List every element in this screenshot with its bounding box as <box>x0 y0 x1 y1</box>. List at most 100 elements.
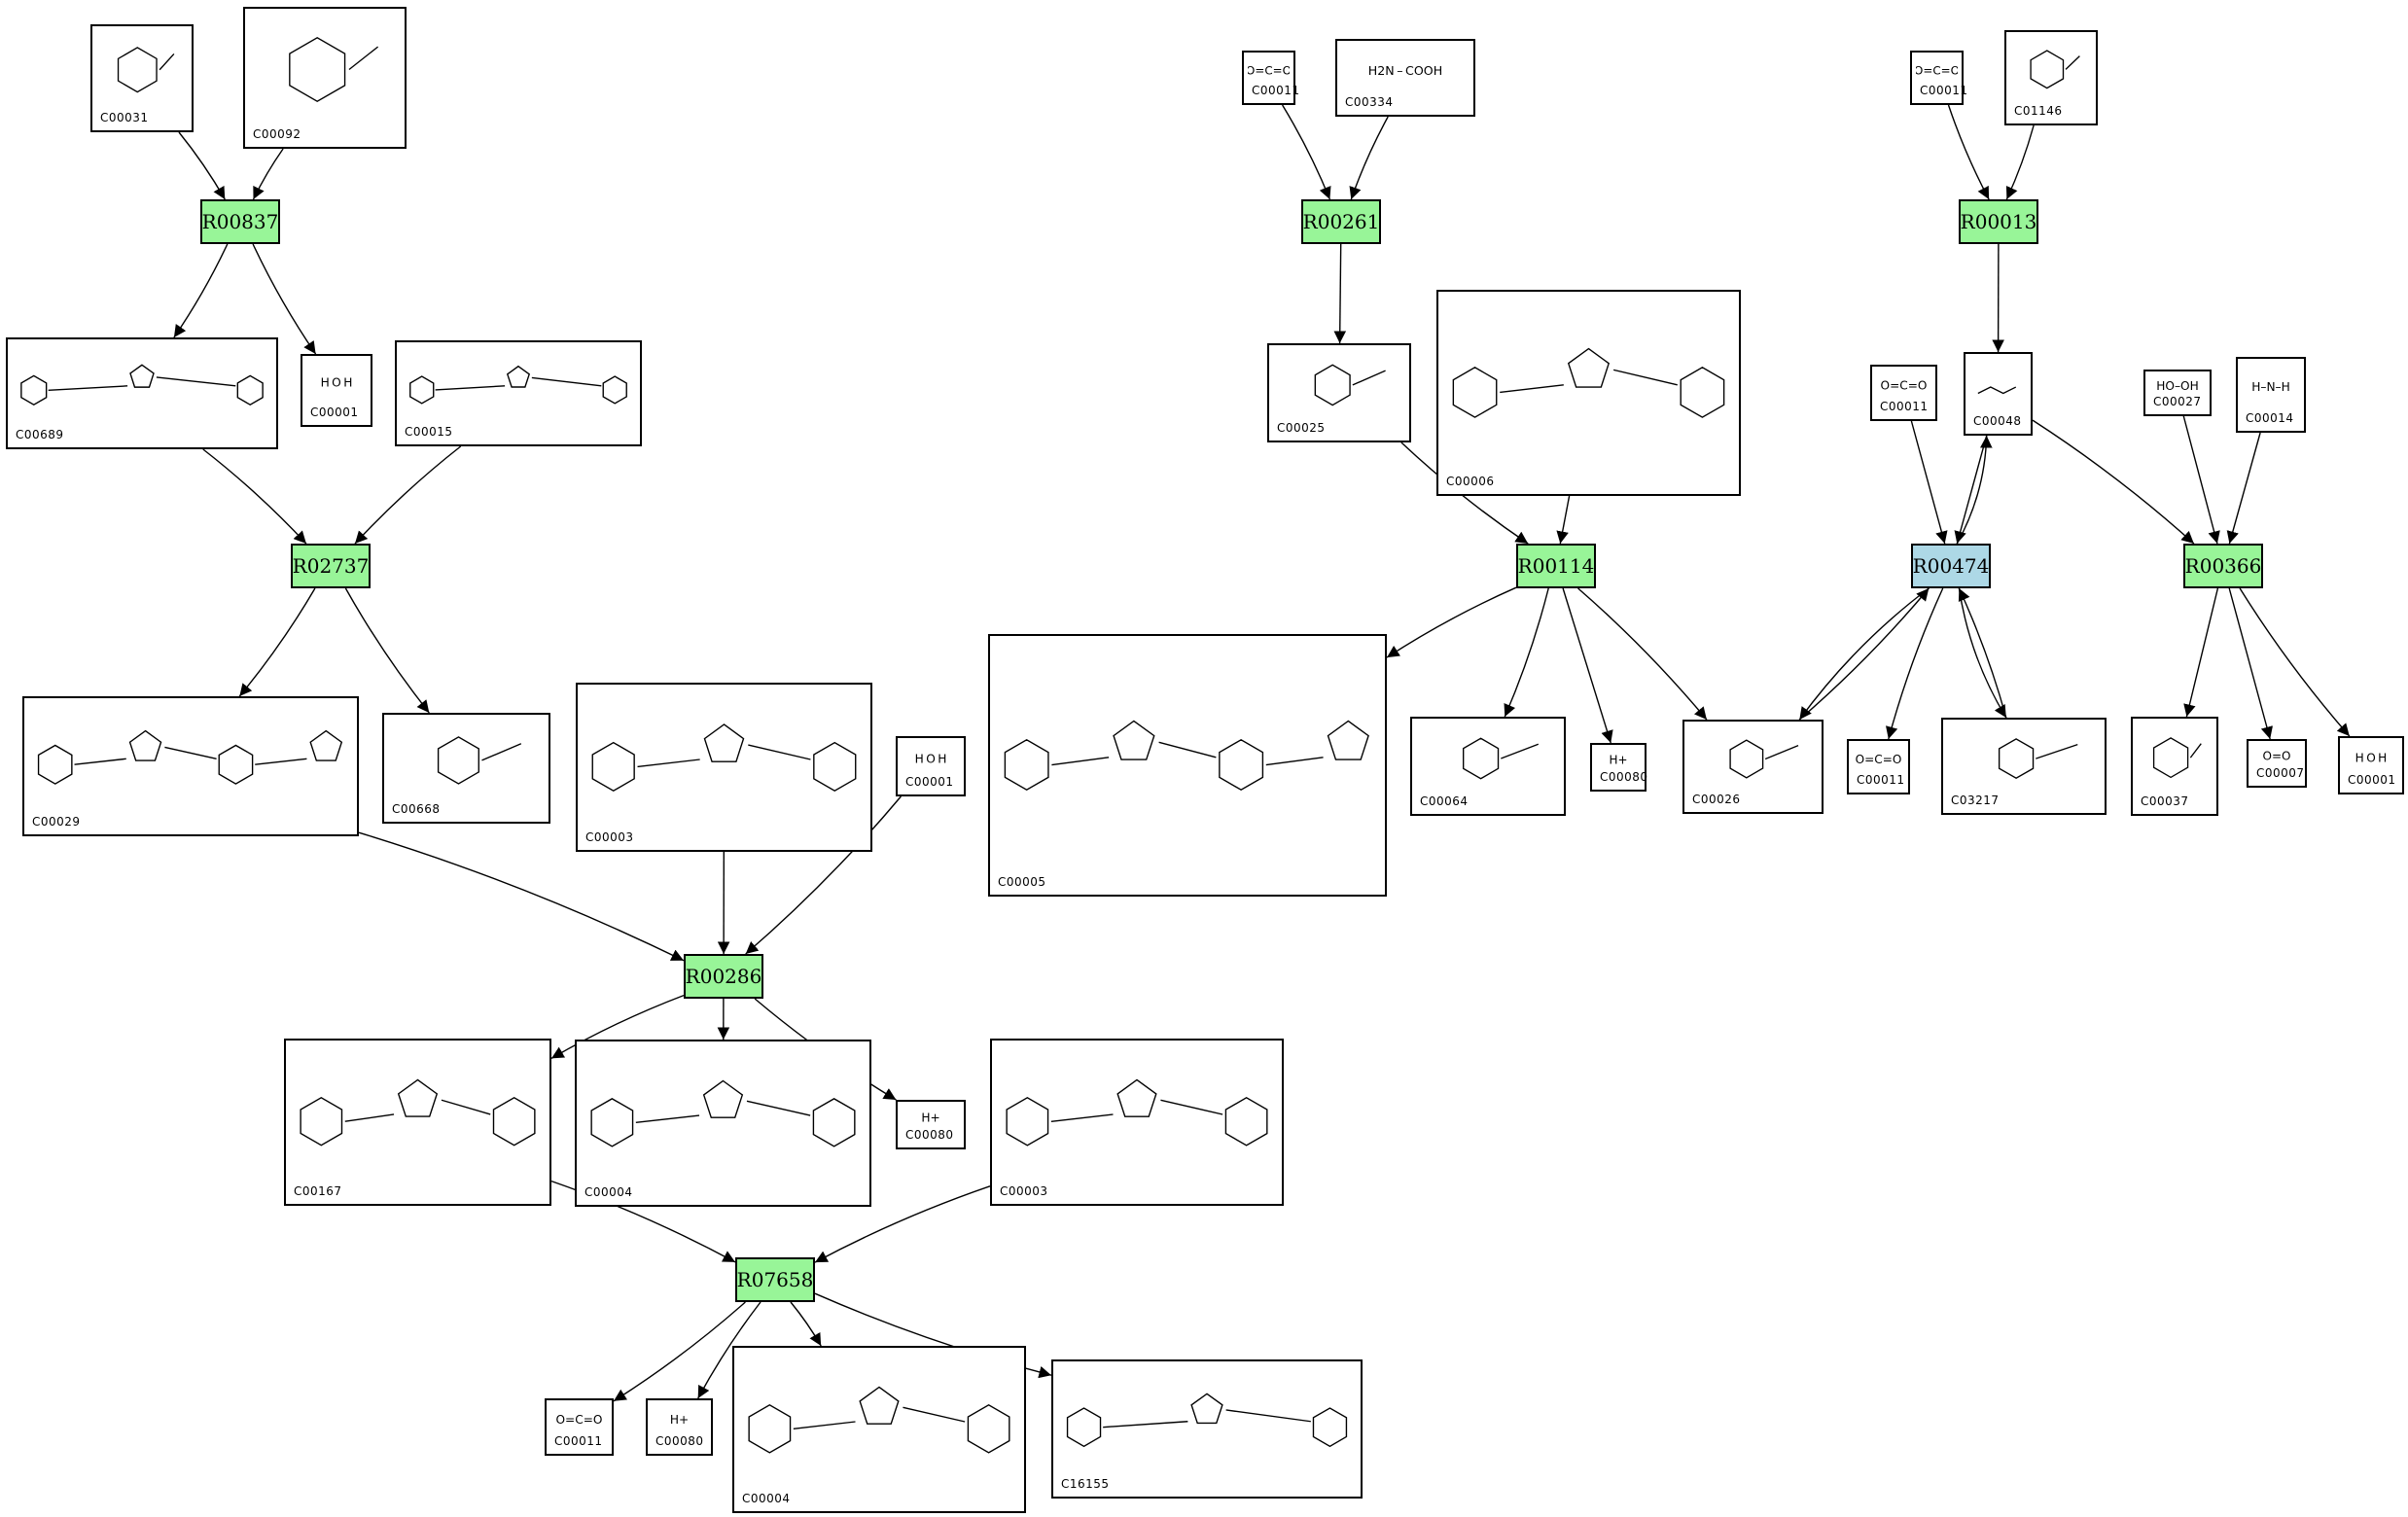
reaction-R00286[interactable]: R00286 <box>684 954 763 999</box>
edge-R00366-c37 <box>2183 587 2219 718</box>
compound-C00031[interactable]: C00031 <box>90 24 194 132</box>
compound-id: C00001 <box>905 775 954 789</box>
svg-text:O=O: O=O <box>2263 750 2291 763</box>
edge-c26-R00474 <box>1798 587 1930 721</box>
edge-c92-R00837 <box>252 148 284 200</box>
co2-structure-icon: O=C=O <box>1881 379 1928 393</box>
reaction-R02737[interactable]: R02737 <box>291 544 371 588</box>
compound-C00668[interactable]: C00668 <box>382 713 550 824</box>
compound-id: C00004 <box>742 1492 791 1505</box>
reaction-R00013[interactable]: R00013 <box>1959 199 2038 244</box>
nucleotide-sugar-structure-icon <box>37 729 343 785</box>
compound-C03217[interactable]: C03217 <box>1941 718 2107 815</box>
compound-C00037[interactable]: C00037 <box>2131 717 2218 816</box>
reaction-R07658[interactable]: R07658 <box>735 1257 815 1302</box>
compound-C00689[interactable]: C00689 <box>6 337 278 449</box>
edge-R02737-c668 <box>344 587 430 714</box>
svg-text:H O H: H O H <box>321 376 353 390</box>
edge-R00474-c3217 <box>1958 587 2007 719</box>
keto-acid-structure-icon <box>1729 739 1799 779</box>
reaction-R00474[interactable]: R00474 <box>1911 544 1991 588</box>
compound-C00006[interactable]: C00006 <box>1436 290 1741 496</box>
compound-id: C03217 <box>1951 794 2000 807</box>
compound-C00004[interactable]: C00004 <box>732 1346 1026 1513</box>
reaction-R00114[interactable]: R00114 <box>1516 544 1596 588</box>
proton-structure-icon: H+ <box>1610 754 1628 767</box>
compound-id: C00334 <box>1345 95 1394 109</box>
compound-id: C00080 <box>905 1128 954 1142</box>
nucleotide-sugar-structure-icon <box>300 1078 536 1147</box>
compound-id: C00064 <box>1420 794 1469 808</box>
glucose-structure-icon <box>117 47 175 93</box>
compound-C16155[interactable]: C16155 <box>1051 1359 1363 1499</box>
compound-C00004[interactable]: C00004 <box>575 1040 871 1207</box>
svg-text:H–N–H: H–N–H <box>2251 380 2290 394</box>
compound-id: C00011 <box>1920 84 1968 97</box>
proton-structure-icon: H+ <box>670 1413 689 1427</box>
edge-R00837-c689 <box>173 243 229 338</box>
compound-id: C00080 <box>1600 770 1648 784</box>
nadp-structure-icon <box>1452 347 1725 418</box>
edge-c3217-R00474 <box>1958 587 2007 719</box>
compound-C00003[interactable]: C00003 <box>990 1039 1284 1206</box>
compound-C00064[interactable]: C00064 <box>1410 717 1566 816</box>
compound-C00092[interactable]: C00092 <box>243 7 407 149</box>
svg-text:H+: H+ <box>1610 754 1628 767</box>
reaction-R00366[interactable]: R00366 <box>2183 544 2263 588</box>
reaction-R00261[interactable]: R00261 <box>1301 199 1381 244</box>
compound-id: C00001 <box>2348 773 2396 787</box>
compound-C00026[interactable]: C00026 <box>1682 720 1824 814</box>
reaction-R00837[interactable]: R00837 <box>200 199 280 244</box>
compound-id: C00080 <box>655 1434 704 1448</box>
compound-id: C16155 <box>1061 1477 1110 1491</box>
compound-C00005[interactable]: C00005 <box>988 634 1387 897</box>
compound-C00029[interactable]: C00029 <box>22 696 359 836</box>
compound-C00080[interactable]: H+ C00080 <box>646 1398 713 1456</box>
edge-c167-R07658 <box>550 1180 736 1263</box>
amino-acid-structure-icon <box>1463 737 1540 780</box>
edge-c1b-R00286 <box>745 795 902 955</box>
edge-c15-R02737 <box>354 445 462 545</box>
edge-R00114-c80c <box>1562 587 1613 744</box>
edge-R00286-c167 <box>550 994 685 1060</box>
edge-c27-R00366 <box>2182 415 2220 545</box>
edge-c29-R00286 <box>358 831 685 962</box>
edge-R07658-c11a <box>613 1301 746 1402</box>
compound-id: C00005 <box>998 875 1046 889</box>
compound-C00167[interactable]: C00167 <box>284 1039 551 1206</box>
compound-id: C00031 <box>100 111 149 124</box>
nadh-structure-icon <box>590 1079 856 1147</box>
compound-id: C00037 <box>2141 794 2189 808</box>
compound-C00025[interactable]: C00025 <box>1267 343 1411 442</box>
compound-C00080[interactable]: H+ C00080 <box>1590 743 1647 792</box>
edge-R00474-c11e <box>1886 587 1944 740</box>
compound-id: C00048 <box>1973 414 2022 428</box>
compound-id: C00689 <box>16 428 64 441</box>
compound-C01146[interactable]: C01146 <box>2004 30 2098 125</box>
compound-C00080[interactable]: H+C00080 <box>896 1100 966 1149</box>
compound-id: C01146 <box>2014 104 2063 118</box>
compound-id: C00011 <box>554 1434 603 1448</box>
edge-c48-R00474 <box>1954 435 1988 545</box>
compound-id: C00025 <box>1277 421 1326 435</box>
sugar-phosphate-structure-icon <box>437 736 522 785</box>
compound-C00015[interactable]: C00015 <box>395 340 642 446</box>
compound-C00048[interactable]: C00048 <box>1964 352 2033 436</box>
water-structure-icon: H O H <box>321 376 353 390</box>
compound-C00003[interactable]: C00003 <box>576 683 872 852</box>
glyoxylate-structure-icon <box>1977 386 2017 395</box>
edge-c14-R00366 <box>2226 432 2261 545</box>
edge-c11d-R00474 <box>1910 420 1948 545</box>
